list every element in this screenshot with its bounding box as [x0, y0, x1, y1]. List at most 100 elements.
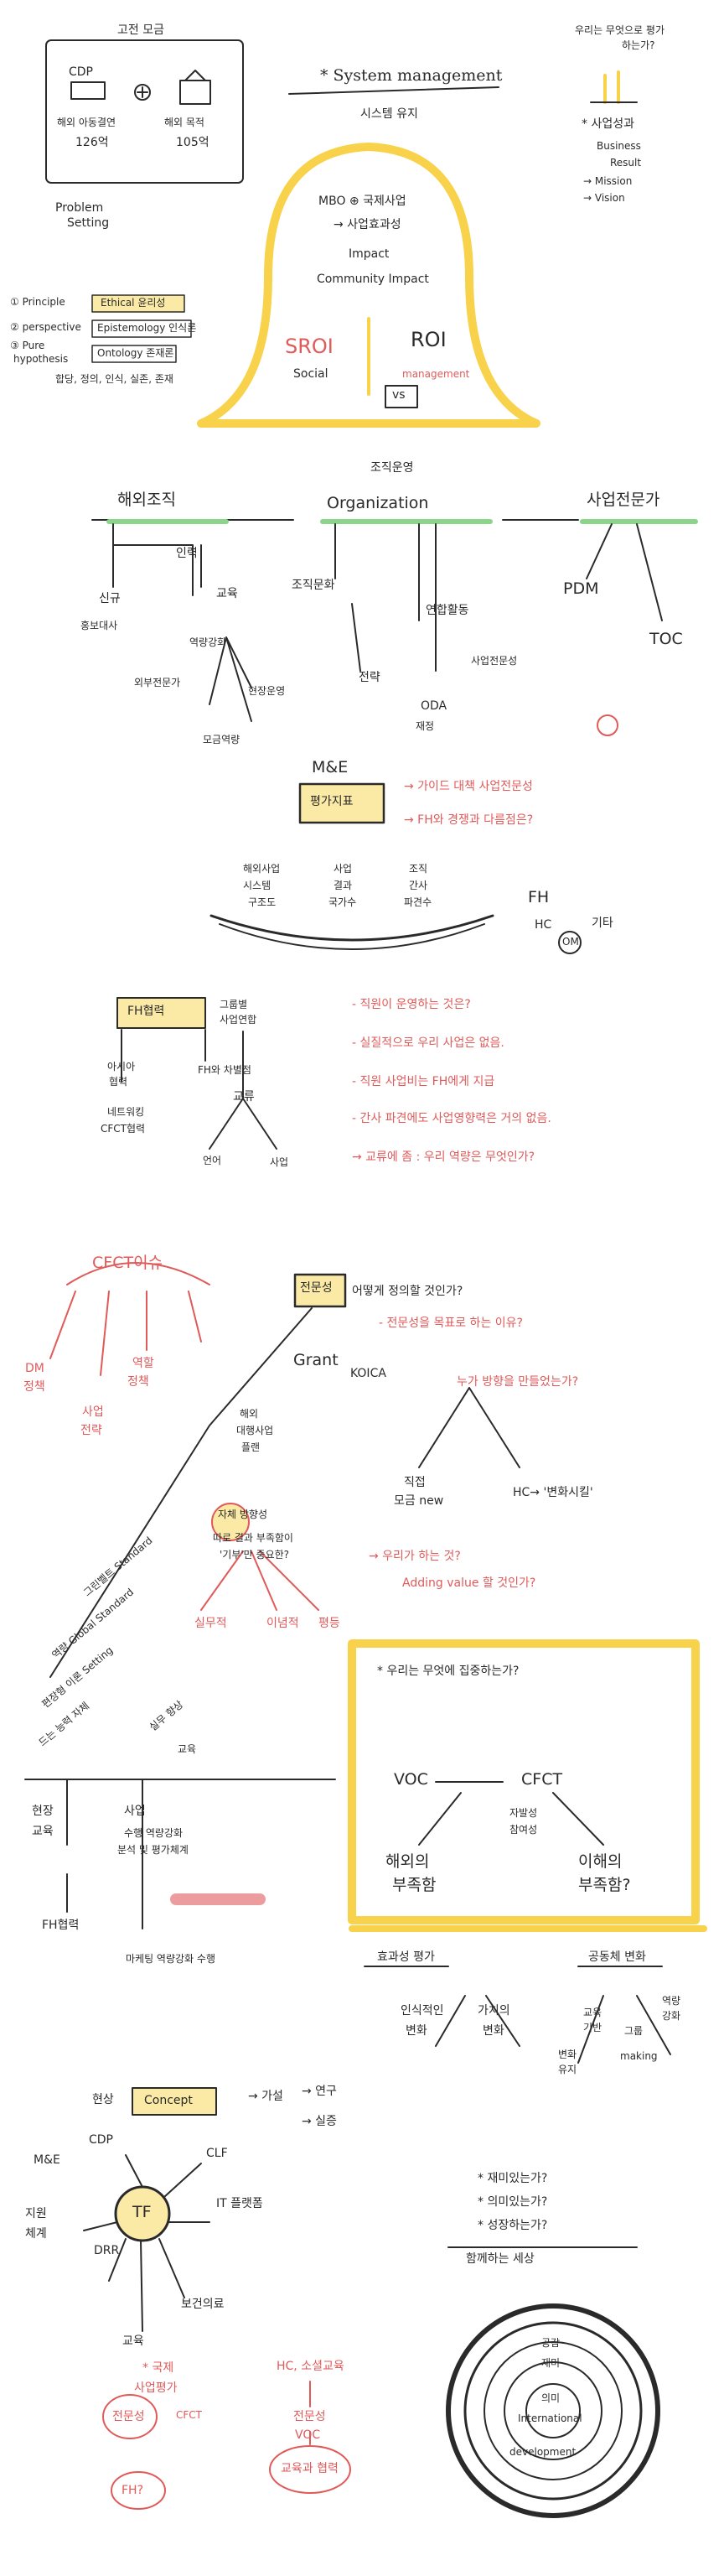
pure-value: Ontology 존재론: [97, 347, 174, 359]
sh1b: 기반: [583, 2022, 602, 2033]
x5: FH?: [122, 2484, 144, 2497]
x-circle1: [102, 2394, 158, 2439]
expertise-q1: 어떻게 정의할 것인가?: [352, 1285, 463, 1298]
c1b: 간사: [409, 880, 428, 891]
b1b: 결과: [334, 880, 353, 891]
dm2-label: 정책: [23, 1380, 45, 1394]
org-top-label: 조직운영: [370, 461, 414, 475]
hr-label: 인력: [176, 547, 198, 560]
mid2b-label: 부족함?: [578, 1876, 631, 1894]
fund-label: 보건의료: [181, 2298, 225, 2311]
sh5: making: [620, 2050, 658, 2062]
voc-label: VOC: [394, 1770, 428, 1789]
why-label: → 우리가 하는 것?: [369, 1550, 461, 1563]
hyp-label: → 가설: [248, 2090, 283, 2103]
mbo-label: MBO ⊕ 국제사업: [318, 195, 406, 208]
a1b: 시스템: [243, 880, 272, 891]
x1: * 국제: [142, 2361, 174, 2375]
cfct-label2: CFCT: [521, 1770, 563, 1789]
r3: - 직원 사업비는 FH에게 지급: [352, 1075, 495, 1088]
change2-label: 가치의: [478, 2004, 510, 2018]
h1b: 교육: [32, 1825, 54, 1838]
principle-value: Ethical 윤리성: [101, 297, 166, 309]
vs-box: [385, 385, 418, 408]
adding-label: Adding value 할 것인가?: [402, 1576, 536, 1590]
cdp-label: CDP: [69, 65, 93, 79]
c1c: 파견수: [404, 896, 432, 908]
exch-label: 교류: [233, 1090, 255, 1104]
x-circle2: [111, 2471, 166, 2510]
sh4b: 유지: [558, 2064, 577, 2075]
management-label: management: [402, 368, 470, 380]
sroi-label: SROI: [285, 335, 334, 358]
ring-fun: 재미: [541, 2357, 561, 2369]
ring-meaning: 의미: [541, 2392, 561, 2404]
d6: 교육: [178, 1743, 197, 1755]
target-rings: [446, 2303, 660, 2518]
ops-label: 현장운영: [248, 685, 286, 697]
cap-label: 역량강화: [189, 636, 227, 648]
pdm-label: PDM: [563, 579, 599, 598]
cdp-sub: 해외 아동결연: [57, 117, 116, 128]
hc-label: HC: [535, 918, 552, 932]
culture-label: 조직문화: [292, 579, 335, 592]
clf-label: CLF: [206, 2147, 228, 2160]
mid1-label: 해외의: [385, 1852, 430, 1871]
problem-label: Problem: [55, 201, 104, 215]
bowl-curve: [209, 914, 494, 942]
r4: - 간사 파견에도 사업영향력은 거의 없음.: [352, 1112, 551, 1125]
rec-label: 신규: [99, 592, 121, 605]
col1: 해외: [240, 1408, 259, 1420]
gr-label: 그룹별: [220, 999, 248, 1010]
other-label: 기타: [592, 917, 613, 930]
koica-label: KOICA: [350, 1367, 386, 1380]
hypothesis-label: hypothesis: [13, 353, 69, 365]
c1: 조직: [409, 863, 428, 875]
res-label: → 연구: [302, 2085, 337, 2098]
r5: → 교류에 좀 : 우리 역량은 무엇인가?: [352, 1150, 535, 1164]
field2-label: 정책: [127, 1375, 149, 1389]
cdp-icon: [70, 81, 106, 100]
flower-icon: [603, 70, 620, 104]
toc-label: TOC: [649, 630, 683, 648]
mobilize-label: 모금역량: [203, 734, 240, 745]
business-label: Business: [597, 140, 641, 152]
a1: 해외사업: [243, 863, 281, 875]
dm-label: DM: [25, 1362, 44, 1375]
fh-partner-label: FH협력: [127, 1005, 165, 1018]
q-fun: * 재미있는가?: [478, 2172, 548, 2185]
s3: 평등: [318, 1617, 340, 1630]
mou-label: 연합활동: [426, 604, 469, 617]
mre-label: M&E: [312, 758, 349, 776]
fundraising-title: 고전 모금: [117, 23, 164, 37]
a1c: 구조도: [248, 896, 277, 908]
focus-title: * 우리는 무엇에 집중하는가?: [377, 1665, 520, 1678]
tf-label: TF: [132, 2203, 152, 2221]
shared-label: 공동체 변화: [588, 1950, 646, 1964]
proj-label: 사업: [270, 1156, 289, 1168]
om-circle: [558, 931, 582, 954]
impact-label: Impact: [349, 247, 390, 261]
concept-label: Concept: [144, 2094, 193, 2107]
y-circle: [269, 2445, 351, 2494]
sh1: 교육: [583, 2007, 602, 2018]
roi-label: ROI: [411, 328, 447, 351]
strategy-label: 전략: [359, 671, 380, 684]
h2c: 분석 및 평가체계: [117, 1844, 189, 1856]
focus-box: [348, 1639, 700, 1924]
fh-ser-label: FH와 차별점: [198, 1064, 251, 1076]
system-title: * System management: [320, 66, 503, 85]
field-label: 역할: [132, 1357, 154, 1370]
b1c: 국가수: [328, 896, 357, 908]
cfct-label: CFCT협력: [101, 1123, 146, 1135]
result-label: Result: [610, 157, 642, 169]
p1b: 모금 new: [394, 1494, 444, 1508]
col2: 대행사업: [236, 1425, 274, 1436]
package-icon: [179, 80, 211, 105]
h2b: 수행 역량강화: [124, 1827, 184, 1839]
pure-label: ③ Pure: [10, 340, 45, 351]
strat2-label: 전략: [80, 1424, 102, 1437]
r2: - 실질적으로 우리 사업은 없음.: [352, 1036, 504, 1050]
x4: 전문성: [112, 2410, 145, 2423]
